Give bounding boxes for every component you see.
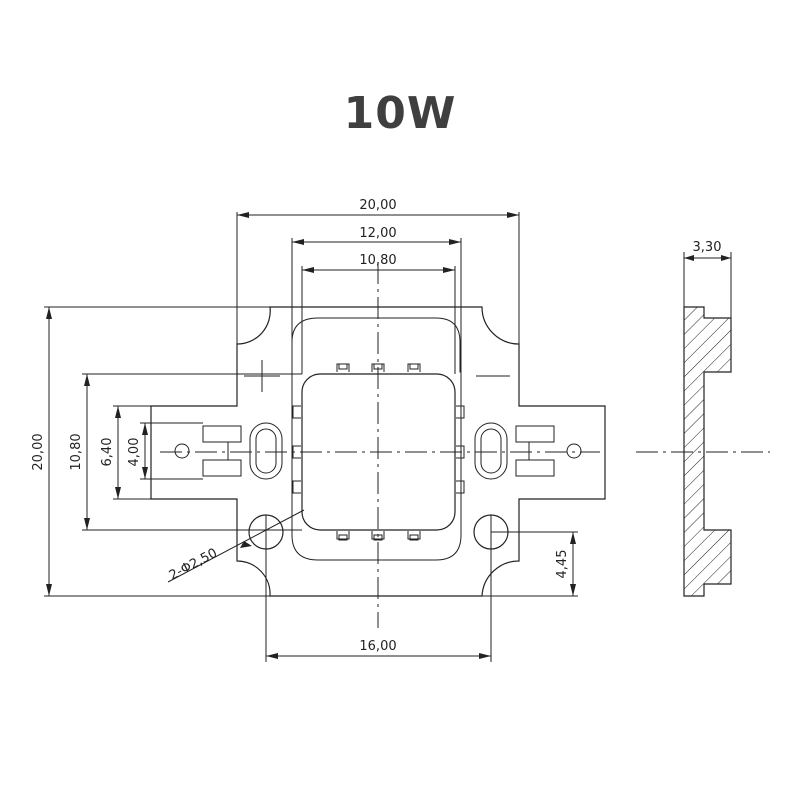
dim-hole-spacing: 16,00 [359, 639, 396, 654]
dim-overall-width: 20,00 [359, 198, 396, 213]
dim-overall-height: 20,00 [31, 433, 46, 470]
right-pin-hole [566, 443, 582, 459]
pad-outline [291, 317, 462, 561]
dim-lens-width: 10,80 [359, 253, 396, 268]
right-terminal-top [515, 425, 555, 443]
dimension-lines [44, 212, 732, 662]
dim-pin-height: 4,00 [127, 438, 142, 467]
dim-hole-diameter: 2-Φ2,50 [167, 546, 220, 584]
front-view [150, 262, 606, 628]
right-solder-pads [456, 405, 465, 494]
page-title: 10W [343, 88, 457, 139]
left-solder-pads [292, 405, 301, 494]
dim-pad-width: 12,00 [359, 226, 396, 241]
dim-tab-height: 6,40 [100, 438, 115, 467]
side-view [636, 306, 770, 597]
dim-hole-offset: 4,45 [555, 550, 570, 579]
left-slot [249, 422, 283, 480]
right-terminal-bottom [515, 459, 555, 477]
right-slot [474, 422, 508, 480]
dimension-labels: 20,00 12,00 10,80 20,00 10,80 6,40 4,00 … [31, 198, 721, 654]
dim-thickness: 3,30 [693, 240, 722, 255]
left-terminal-bottom [202, 459, 242, 477]
left-terminal-top [202, 425, 242, 443]
dim-lens-height: 10,80 [69, 433, 84, 470]
left-pin-hole [174, 443, 190, 459]
